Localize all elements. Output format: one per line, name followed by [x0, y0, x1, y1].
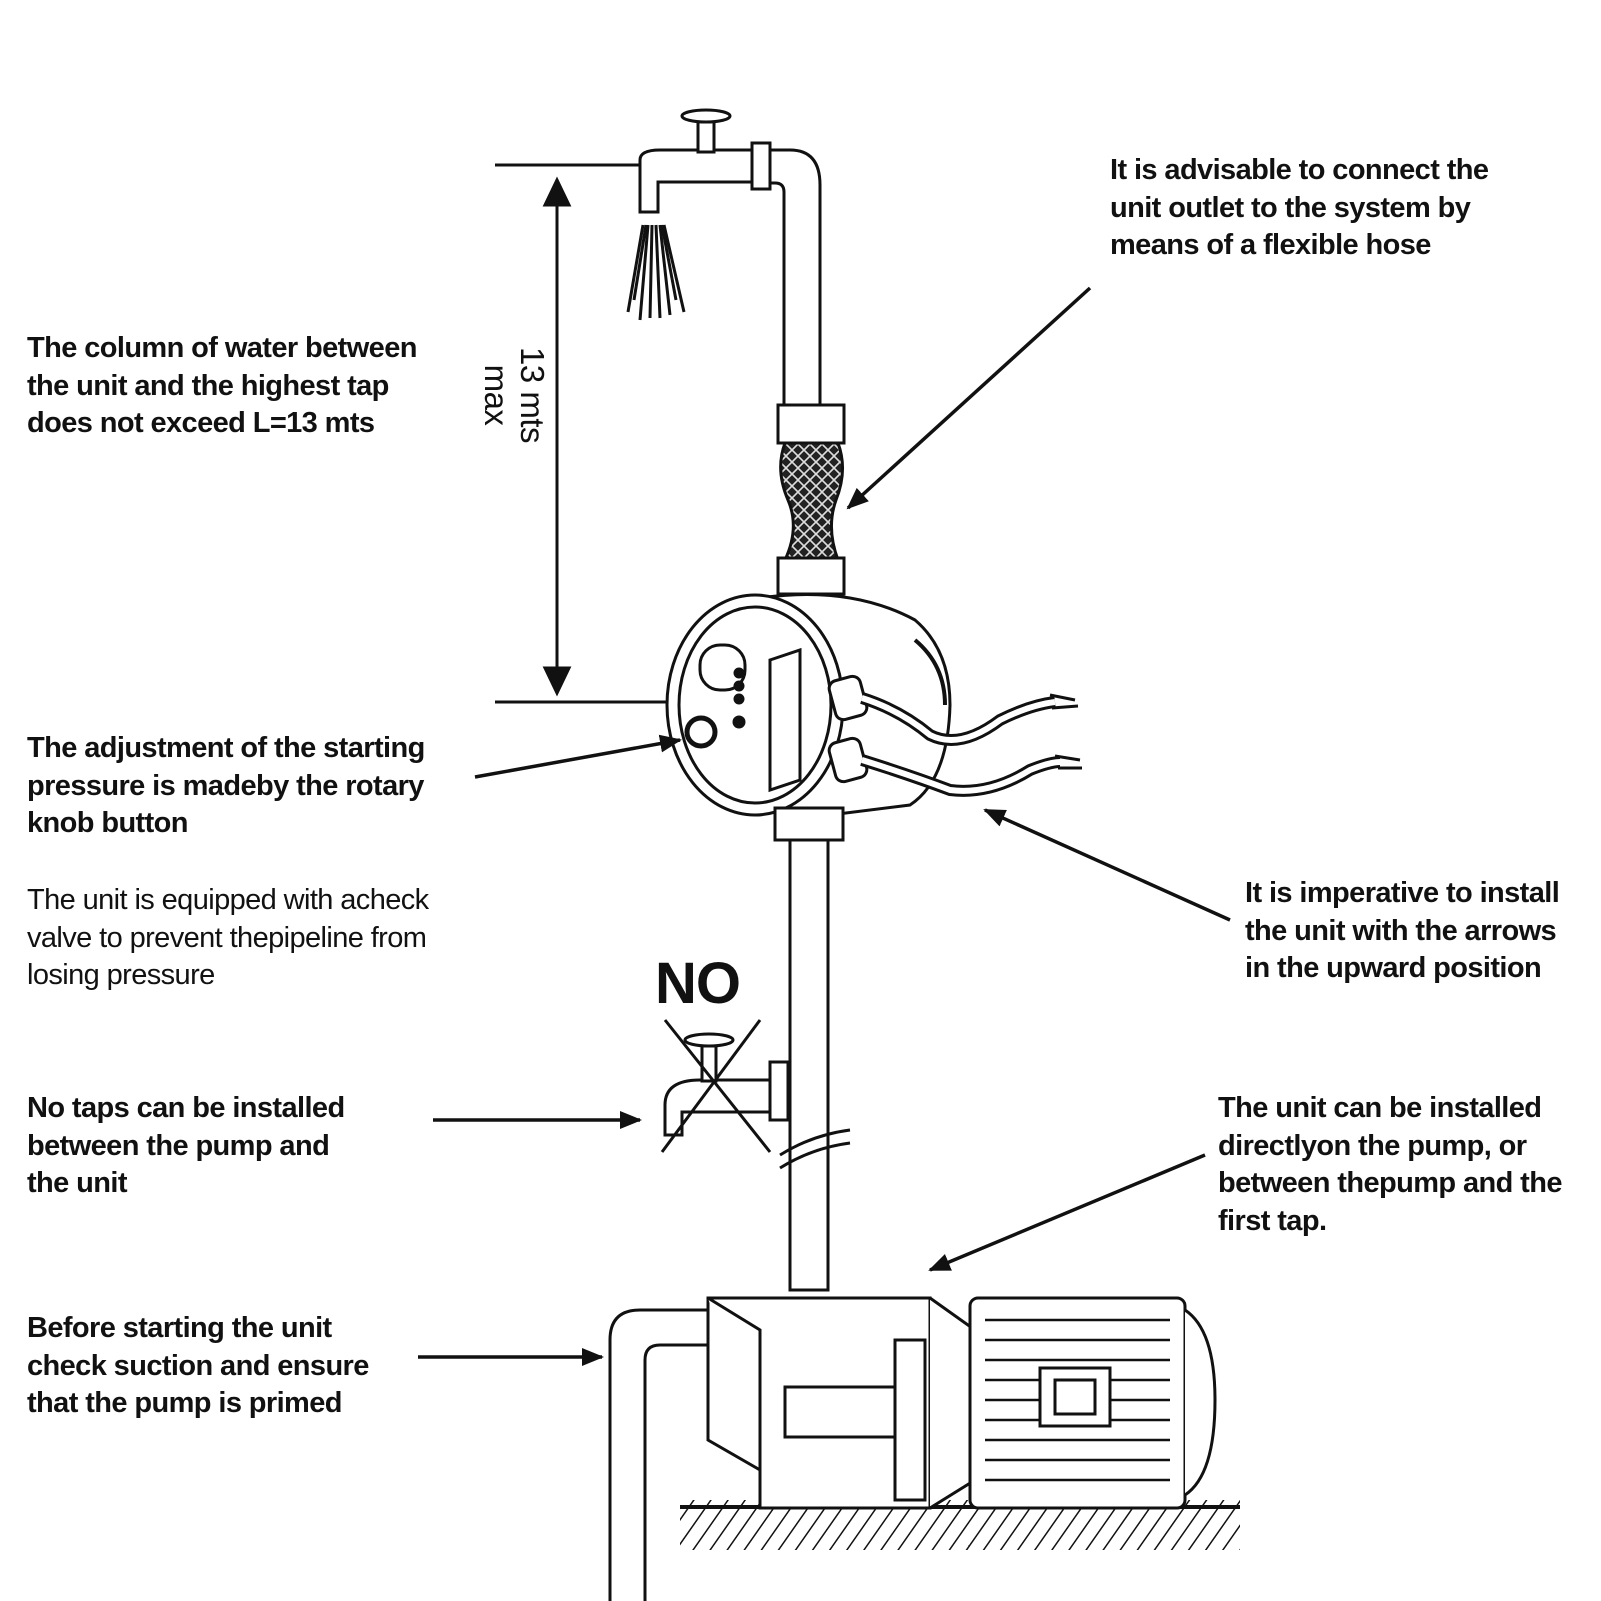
note-arrows: It is imperative to install the unit wit… — [1245, 877, 1560, 984]
arrows-callout-arrow — [983, 808, 1231, 922]
dimension-indicator — [495, 163, 668, 704]
install-callout-arrow — [928, 1153, 1206, 1272]
tap-icon — [638, 108, 822, 412]
pressure-controller-icon — [665, 593, 1082, 822]
no-label: NO — [655, 951, 741, 1016]
hose-callout-arrow — [846, 286, 1092, 510]
water-spray — [626, 224, 686, 321]
dimension-label: 13 mts max — [478, 346, 551, 444]
crossed-tap-icon — [660, 1019, 792, 1153]
supply-pipe — [773, 806, 851, 1292]
note-check-valve: The unit is equipped with acheck valve t… — [27, 884, 429, 991]
pump-motor-icon — [608, 1296, 1240, 1601]
note-column: The column of water between the unit and… — [27, 332, 417, 439]
note-knob: The adjustment of the starting pressure … — [27, 732, 425, 839]
note-no-taps: No taps can be installed between the pum… — [27, 1092, 345, 1199]
callout-arrows — [418, 286, 1231, 1366]
note-prime: Before starting the unit check suction a… — [27, 1312, 369, 1419]
knob-callout-arrow — [474, 734, 682, 779]
note-install-on-pump: The unit can be installed directlyon the… — [1218, 1092, 1562, 1237]
flexible-hose — [776, 403, 846, 596]
note-hose: It is advisable to connect the unit outl… — [1110, 154, 1489, 261]
